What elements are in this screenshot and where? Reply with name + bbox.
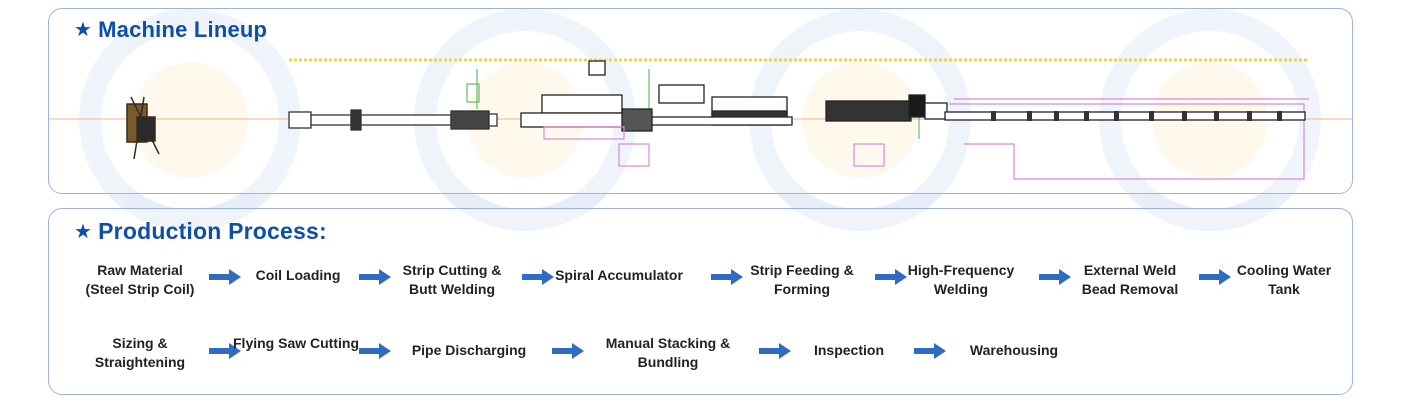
step-label: Strip Cutting & Butt Welding — [402, 262, 502, 297]
step-label: High-Frequency Welding — [907, 262, 1015, 297]
step-label: Pipe Discharging — [411, 342, 527, 358]
production-process-title: ★Production Process: — [74, 218, 327, 245]
production-process-title-text: Production Process: — [98, 218, 327, 244]
process-step: External Weld Bead Removal — [1067, 261, 1193, 299]
arrow-right-icon — [359, 269, 391, 285]
forming-section-drawing — [520, 60, 793, 132]
step-label: Raw Material (Steel Strip Coil) — [85, 262, 195, 297]
process-step: Coil Loading — [235, 266, 361, 285]
step-label: Spiral Accumulator — [555, 267, 683, 283]
process-step: Pipe Discharging — [399, 341, 539, 360]
process-step: Strip Cutting & Butt Welding — [389, 261, 515, 299]
process-step: Warehousing — [951, 341, 1077, 360]
arrow-right-icon — [209, 269, 241, 285]
process-step: Inspection — [786, 341, 912, 360]
step-label: Coil Loading — [255, 267, 341, 283]
arrow-right-icon — [1039, 269, 1071, 285]
welding-section-drawing — [825, 94, 1306, 122]
process-step: Raw Material (Steel Strip Coil) — [77, 261, 203, 299]
arrow-right-icon — [875, 269, 907, 285]
process-step: Spiral Accumulator — [554, 266, 684, 285]
arrow-right-icon — [552, 343, 584, 359]
machine-lineup-panel: ★Machine Lineup — [48, 8, 1353, 194]
arrow-right-icon — [711, 269, 743, 285]
production-process-panel: ★Production Process: Raw Material (Steel… — [48, 208, 1353, 395]
arrow-right-icon — [1199, 269, 1231, 285]
uncoiler-drawing — [126, 96, 160, 160]
step-label: Inspection — [813, 342, 884, 358]
star-icon: ★ — [74, 221, 93, 243]
machine-lineup-title-text: Machine Lineup — [98, 17, 268, 42]
arrow-right-icon — [522, 269, 554, 285]
process-step: Manual Stacking & Bundling — [595, 334, 741, 372]
step-label: Warehousing — [969, 342, 1059, 358]
arrow-right-icon — [209, 343, 241, 359]
step-label: External Weld Bead Removal — [1081, 262, 1179, 297]
process-step: Sizing & Straightening — [77, 334, 203, 372]
arrow-right-icon — [359, 343, 391, 359]
machine-layout-drawing — [49, 58, 1352, 180]
step-label: Flying Saw Cutting — [233, 335, 359, 351]
step-label: Strip Feeding & Forming — [750, 262, 854, 297]
process-step: Cooling Water Tank — [1224, 261, 1344, 299]
arrow-right-icon — [914, 343, 946, 359]
star-icon: ★ — [74, 19, 93, 41]
step-label: Cooling Water Tank — [1236, 262, 1332, 297]
step-label: Sizing & Straightening — [94, 335, 186, 370]
arrow-right-icon — [759, 343, 791, 359]
strip-welder-drawing — [288, 109, 498, 131]
process-step: High-Frequency Welding — [898, 261, 1024, 299]
process-step: Flying Saw Cutting — [233, 334, 359, 353]
machine-lineup-title: ★Machine Lineup — [74, 17, 267, 43]
process-step: Strip Feeding & Forming — [739, 261, 865, 299]
step-label: Manual Stacking & Bundling — [605, 335, 731, 370]
